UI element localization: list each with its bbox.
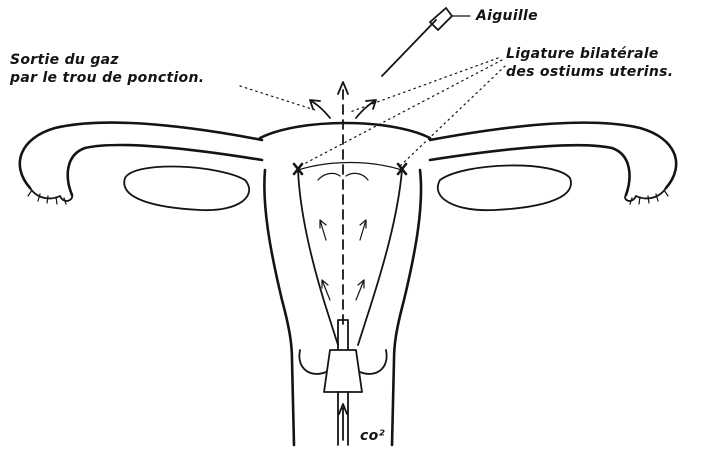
needle [382, 8, 470, 76]
flow-arrows [318, 173, 368, 300]
leader-lines [240, 58, 505, 166]
right-fallopian-tube [430, 123, 676, 204]
ligature-label-line2: des ostiums uterins. [506, 64, 673, 80]
ostium-ligatures [294, 164, 406, 174]
left-ovary [124, 166, 249, 210]
gas-exit-label-line1: Sortie du gaz [10, 52, 119, 68]
gas-exit-label-line2: par le trou de ponction. [9, 70, 204, 86]
cervix [299, 350, 386, 374]
gas-label: co² [360, 428, 386, 444]
right-ovary [438, 165, 571, 210]
left-fallopian-tube [20, 123, 262, 204]
needle-label: Aiguille [475, 8, 538, 24]
ligature-label-line1: Ligature bilatérale [506, 46, 659, 62]
gas-flow-axis [338, 82, 348, 440]
